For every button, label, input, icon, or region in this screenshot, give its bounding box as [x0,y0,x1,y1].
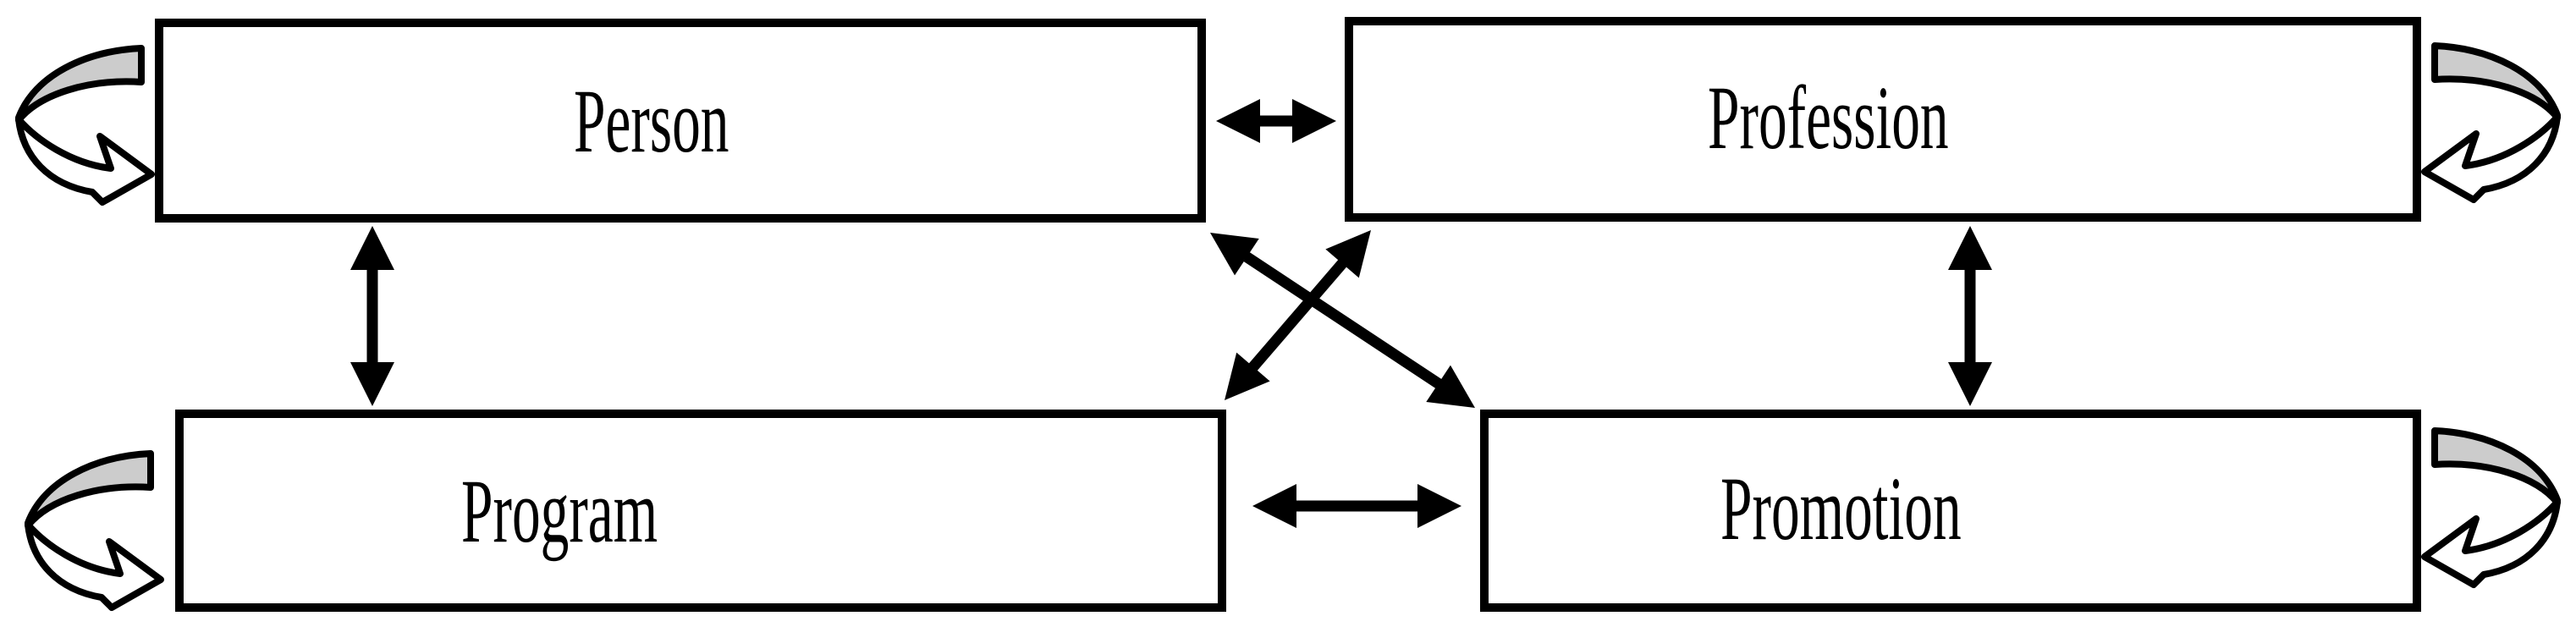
node-profession-label: Profession [1708,69,1949,168]
node-program-label: Program [461,462,658,562]
arrow-person-program [350,226,394,406]
node-person: Person [155,19,1206,223]
arrow-program-promotion [1252,484,1461,528]
arrow-profession-promotion [1948,226,1992,406]
node-profession: Profession [1345,17,2421,222]
self-loop-arrow-promotion [2421,427,2561,588]
node-program: Program [175,410,1226,612]
node-person-label: Person [574,72,729,172]
self-loop-arrow-program [25,450,164,611]
self-loop-arrow-person [15,45,155,206]
node-promotion: Promotion [1480,410,2421,612]
node-promotion-label: Promotion [1720,459,1962,559]
arrow-person-promotion [1210,233,1475,408]
self-loop-arrow-profession [2421,42,2561,203]
arrow-person-profession [1216,99,1336,143]
arrow-profession-program [1225,230,1371,400]
